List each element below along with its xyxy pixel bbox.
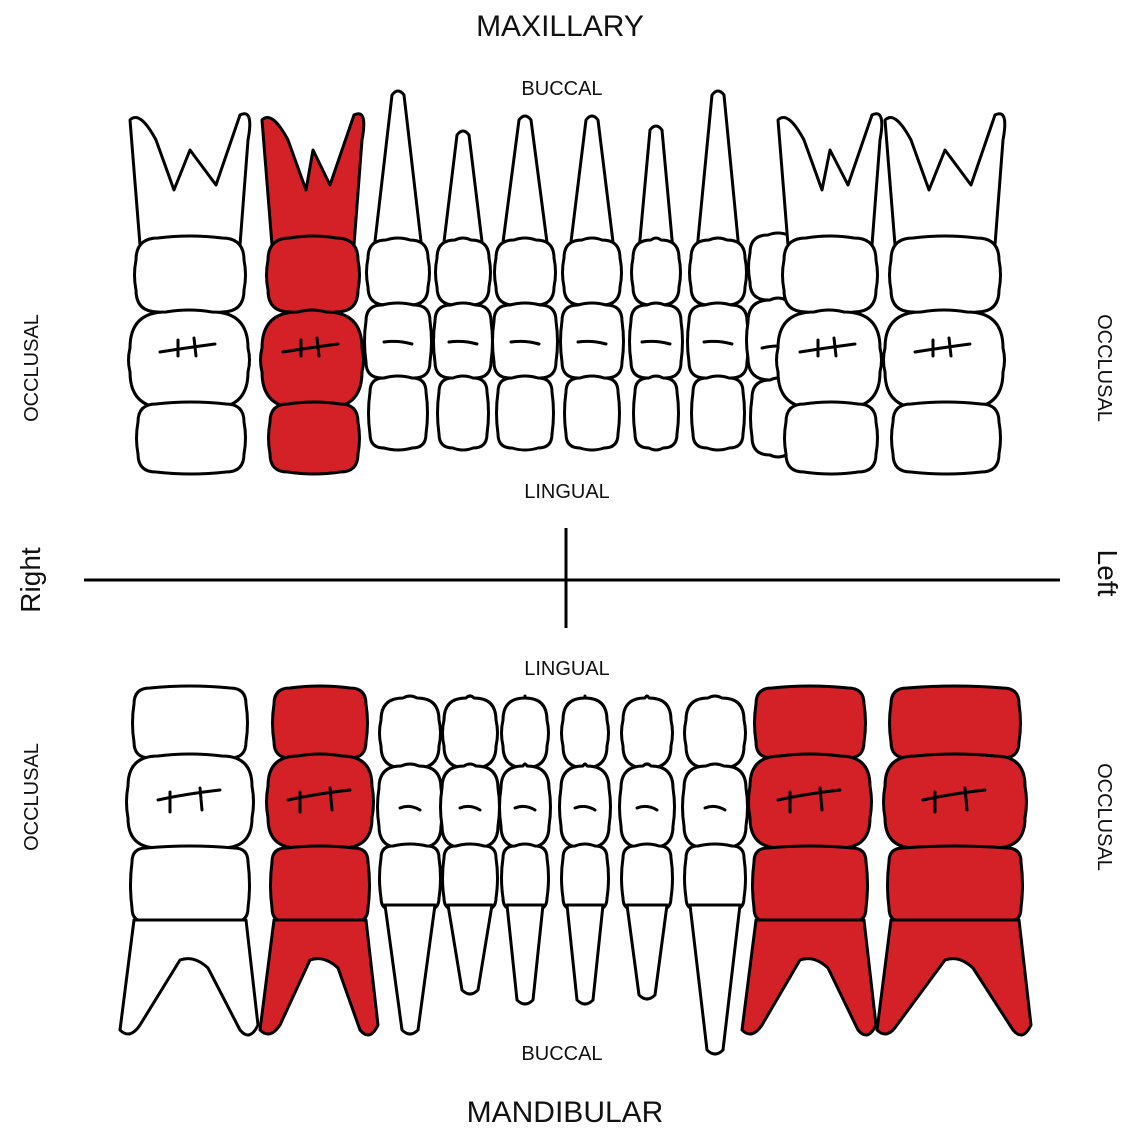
occlusal-label-lower-right: OCCLUSAL bbox=[1093, 763, 1115, 871]
left-side-label: Left bbox=[1092, 550, 1123, 597]
lower-left-canine[interactable] bbox=[683, 696, 748, 1054]
mandibular-title: MANDIBULAR bbox=[467, 1096, 664, 1129]
lower-right-premolar-1[interactable] bbox=[441, 696, 500, 994]
lower-right-premolar-2[interactable] bbox=[378, 696, 443, 1034]
lower-right-canine[interactable] bbox=[500, 696, 551, 1004]
occlusal-label-upper-left: OCCLUSAL bbox=[21, 314, 43, 422]
lower-right-incisor[interactable] bbox=[560, 696, 611, 1004]
upper-right-molar-2[interactable] bbox=[129, 114, 250, 474]
lingual-label-upper: LINGUAL bbox=[524, 481, 610, 503]
upper-left-incisor-2[interactable] bbox=[630, 126, 683, 450]
upper-left-molar-1[interactable] bbox=[884, 114, 1005, 474]
buccal-label-lower: BUCCAL bbox=[521, 1043, 602, 1065]
lower-right-molar-1[interactable] bbox=[260, 686, 378, 1035]
upper-left-premolar-2[interactable] bbox=[777, 114, 882, 474]
buccal-label-upper: BUCCAL bbox=[521, 78, 602, 100]
occlusal-label-lower-left: OCCLUSAL bbox=[21, 743, 43, 851]
upper-right-premolar-2[interactable] bbox=[365, 91, 432, 450]
maxillary-teeth bbox=[129, 91, 1005, 474]
upper-right-premolar-1[interactable] bbox=[434, 131, 493, 450]
lower-left-incisor[interactable] bbox=[620, 696, 675, 999]
lower-left-premolar-2[interactable] bbox=[742, 686, 876, 1035]
upper-left-canine[interactable] bbox=[688, 91, 749, 450]
maxillary-title: MAXILLARY bbox=[476, 10, 644, 43]
mandibular-teeth bbox=[120, 686, 1031, 1054]
upper-right-canine[interactable] bbox=[493, 116, 558, 450]
occlusal-label-upper-right: OCCLUSAL bbox=[1093, 314, 1115, 422]
lingual-label-lower: LINGUAL bbox=[524, 658, 610, 680]
upper-right-incisor-2[interactable] bbox=[561, 116, 624, 450]
lower-right-molar-2[interactable] bbox=[120, 686, 258, 1035]
right-side-label: Right bbox=[15, 547, 46, 613]
lower-left-molar-1[interactable] bbox=[877, 686, 1031, 1035]
upper-right-molar-1[interactable] bbox=[261, 114, 364, 474]
